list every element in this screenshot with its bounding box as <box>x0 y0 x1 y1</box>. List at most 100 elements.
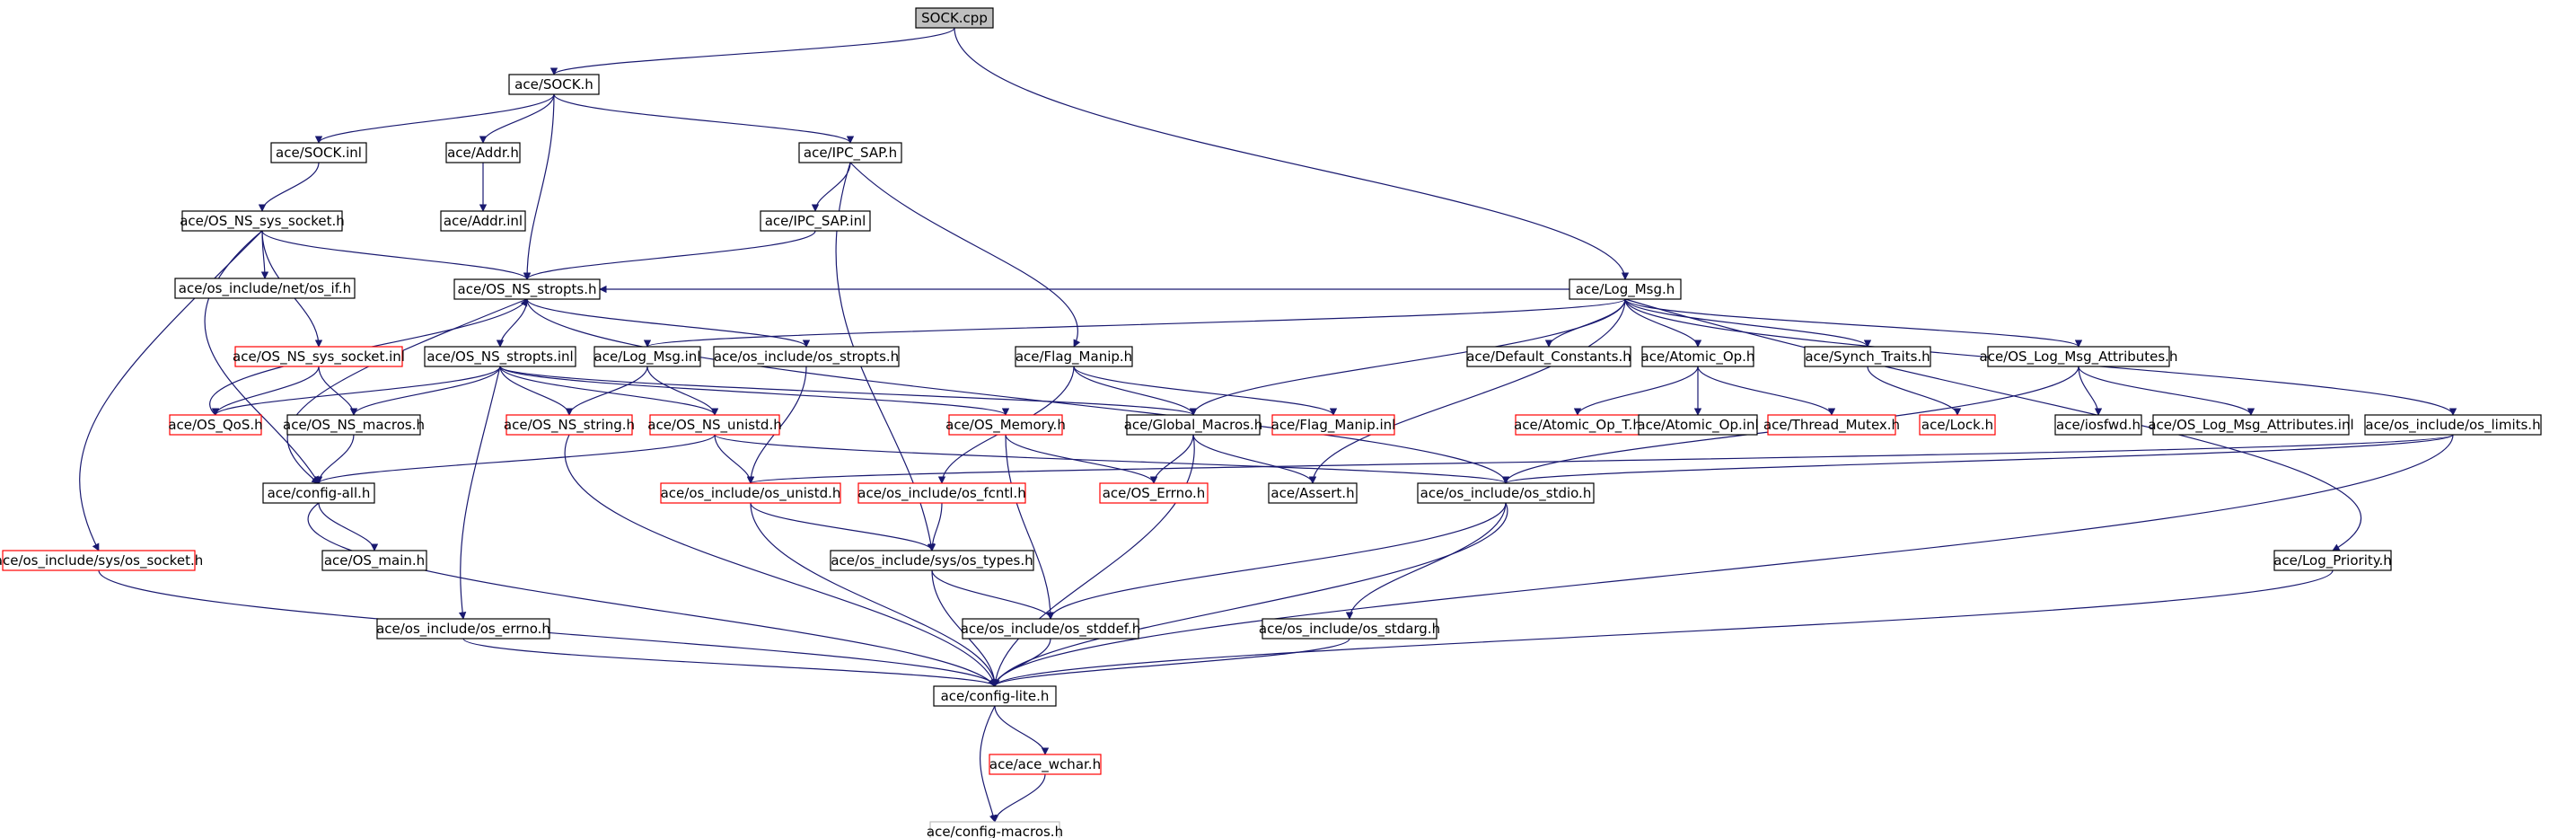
node-label: ace/os_include/os_stropts.h <box>714 348 899 366</box>
node-os_stdarg[interactable]: ace/os_include/os_stdarg.h <box>1259 618 1440 640</box>
node-label: ace/OS_NS_stropts.inl <box>426 348 573 366</box>
node-box <box>506 414 633 436</box>
node-os_qos[interactable]: ace/OS_QoS.h <box>168 414 263 436</box>
node-sock_inl[interactable]: ace/SOCK.inl <box>270 142 367 163</box>
node-label: ace/IPC_SAP.h <box>804 145 897 162</box>
node-box <box>2364 414 2542 436</box>
edge-os_ns_stropts_inl-to-os_errno_inc <box>458 366 501 620</box>
node-log_msg_attr_h[interactable]: ace/OS_Log_Msg_Attributes.h <box>1980 346 2178 367</box>
node-label: ace/os_include/net/os_if.h <box>179 280 351 297</box>
node-iosfwd[interactable]: ace/iosfwd.h <box>2054 414 2142 436</box>
node-sock_h[interactable]: ace/SOCK.h <box>508 74 600 95</box>
node-label: ace/Thread_Mutex.h <box>1763 417 1900 434</box>
edge-os_memory-to-os_errno_red <box>1005 434 1158 484</box>
node-box <box>1015 346 1133 367</box>
node-os_memory[interactable]: ace/OS_Memory.h <box>945 414 1066 436</box>
node-default_constants[interactable]: ace/Default_Constants.h <box>1466 346 1631 367</box>
node-label: ace/Log_Msg.h <box>1576 281 1675 298</box>
edge-global_macros-to-os_errno_red <box>1149 434 1194 484</box>
node-atomic_op_t[interactable]: ace/Atomic_Op_T.h <box>1514 414 1641 436</box>
node-os_errno_inc[interactable]: ace/os_include/os_errno.h <box>376 618 550 640</box>
node-box <box>174 278 356 299</box>
node-os_ns_macros[interactable]: ace/OS_NS_macros.h <box>283 414 425 436</box>
node-flag_manip_inl[interactable]: ace/Flag_Manip.inl <box>1271 414 1396 436</box>
node-label: ace/Synch_Traits.h <box>1805 348 1930 366</box>
node-os_main[interactable]: ace/OS_main.h <box>321 550 427 571</box>
node-global_macros[interactable]: ace/Global_Macros.h <box>1124 414 1263 436</box>
node-log_msg_inl[interactable]: ace/Log_Msg.inl <box>593 346 701 367</box>
node-os_stddef[interactable]: ace/os_include/os_stddef.h <box>961 618 1141 640</box>
node-label: ace/SOCK.h <box>514 76 593 93</box>
edge-sock_h-to-os_ns_stropts_h <box>523 93 555 280</box>
edge-flag_manip_h-to-global_macros <box>1073 366 1198 416</box>
node-ipc_inl[interactable]: ace/IPC_SAP.inl <box>760 210 871 232</box>
node-config_all[interactable]: ace/config-all.h <box>262 482 375 504</box>
node-label: ace/OS_NS_unistd.h <box>647 417 781 434</box>
node-synch_traits[interactable]: ace/Synch_Traits.h <box>1804 346 1931 367</box>
node-os_ns_stropts_inl[interactable]: ace/OS_NS_stropts.inl <box>424 346 576 367</box>
node-box <box>270 142 367 163</box>
node-flag_manip_h[interactable]: ace/Flag_Manip.h <box>1015 346 1133 367</box>
node-os_limits[interactable]: ace/os_include/os_limits.h <box>2364 414 2542 436</box>
node-addr_inl[interactable]: ace/Addr.inl <box>440 210 526 232</box>
edge-sock_cpp-to-log_msg_h <box>954 27 1630 280</box>
edge-os_ns_unistd-to-config_all <box>314 434 716 484</box>
node-config_lite[interactable]: ace/config-lite.h <box>933 685 1057 707</box>
node-assert_h[interactable]: ace/Assert.h <box>1268 482 1358 504</box>
node-atomic_op_inl[interactable]: ace/Atomic_Op.inl <box>1637 414 1759 436</box>
node-os_ns_unistd[interactable]: ace/OS_NS_unistd.h <box>647 414 782 436</box>
node-box <box>508 74 600 95</box>
node-box <box>453 278 601 300</box>
node-os_ns_sys_socket_h[interactable]: ace/OS_NS_sys_socket.h <box>180 210 345 232</box>
node-label: ace/Flag_Manip.inl <box>1271 417 1396 434</box>
node-label: ace/os_include/os_errno.h <box>376 621 550 638</box>
node-sock_cpp: SOCK.cpp <box>915 7 994 29</box>
edge-os_limits-to-os_unistd <box>747 434 2454 484</box>
node-thread_mutex[interactable]: ace/Thread_Mutex.h <box>1763 414 1900 436</box>
node-label: ace/Log_Priority.h <box>2273 552 2392 569</box>
node-os_stropts_h[interactable]: ace/os_include/os_stropts.h <box>713 346 900 367</box>
node-box <box>169 414 262 436</box>
node-os_ns_sys_socket_inl[interactable]: ace/OS_NS_sys_socket.inl <box>233 346 405 367</box>
node-log_msg_h[interactable]: ace/Log_Msg.h <box>1569 278 1682 300</box>
edge-sock_cpp-to-sock_h <box>549 27 955 75</box>
node-net_os_if[interactable]: ace/os_include/net/os_if.h <box>174 278 356 299</box>
edge-os_ns_stropts_inl-to-os_ns_unistd <box>499 366 719 416</box>
node-label: ace/Flag_Manip.h <box>1015 348 1132 366</box>
node-os_ns_string[interactable]: ace/OS_NS_string.h <box>504 414 635 436</box>
node-log_priority[interactable]: ace/Log_Priority.h <box>2273 550 2392 571</box>
edge-os_ns_stropts_h-to-os_stropts_h <box>526 298 811 348</box>
node-ipc_h[interactable]: ace/IPC_SAP.h <box>798 142 902 163</box>
node-atomic_op_h[interactable]: ace/Atomic_Op.h <box>1641 346 1755 367</box>
node-box <box>593 346 701 367</box>
node-label: ace/OS_QoS.h <box>168 417 262 434</box>
node-os_ns_stropts_h[interactable]: ace/OS_NS_stropts.h <box>453 278 601 300</box>
node-box <box>1641 346 1754 367</box>
node-box <box>321 550 427 571</box>
node-sys_os_socket[interactable]: ace/os_include/sys/os_socket.h <box>0 550 203 571</box>
node-box <box>1569 278 1682 300</box>
node-addr_h[interactable]: ace/Addr.h <box>445 142 521 163</box>
node-box <box>424 346 576 367</box>
node-box <box>1417 482 1595 504</box>
node-label: ace/Atomic_Op.inl <box>1637 417 1758 434</box>
node-os_fcntl[interactable]: ace/os_include/os_fcntl.h <box>857 482 1026 504</box>
edge-os_ns_string-to-config_lite <box>564 434 998 687</box>
node-ace_wchar[interactable]: ace/ace_wchar.h <box>989 754 1102 775</box>
node-box <box>798 142 902 163</box>
node-label: ace/IPC_SAP.inl <box>765 213 866 230</box>
node-os_stdio[interactable]: ace/os_include/os_stdio.h <box>1417 482 1595 504</box>
edges-layer <box>79 27 2457 823</box>
node-lock_h[interactable]: ace/Lock.h <box>1919 414 1996 436</box>
node-box <box>1099 482 1209 504</box>
node-label: ace/Addr.h <box>447 145 519 161</box>
node-box <box>915 7 994 29</box>
node-os_unistd[interactable]: ace/os_include/os_unistd.h <box>660 482 841 504</box>
node-sys_os_types[interactable]: ace/os_include/sys/os_types.h <box>830 550 1034 571</box>
node-log_msg_attr_inl[interactable]: ace/OS_Log_Msg_Attributes.inl <box>2148 414 2354 436</box>
node-box <box>660 482 841 504</box>
node-box <box>649 414 780 436</box>
edge-os_stddef-to-config_lite <box>990 638 1051 687</box>
node-os_errno_red[interactable]: ace/OS_Errno.h <box>1099 482 1209 504</box>
edge-log_msg_h-to-atomic_op_h <box>1624 298 1702 348</box>
